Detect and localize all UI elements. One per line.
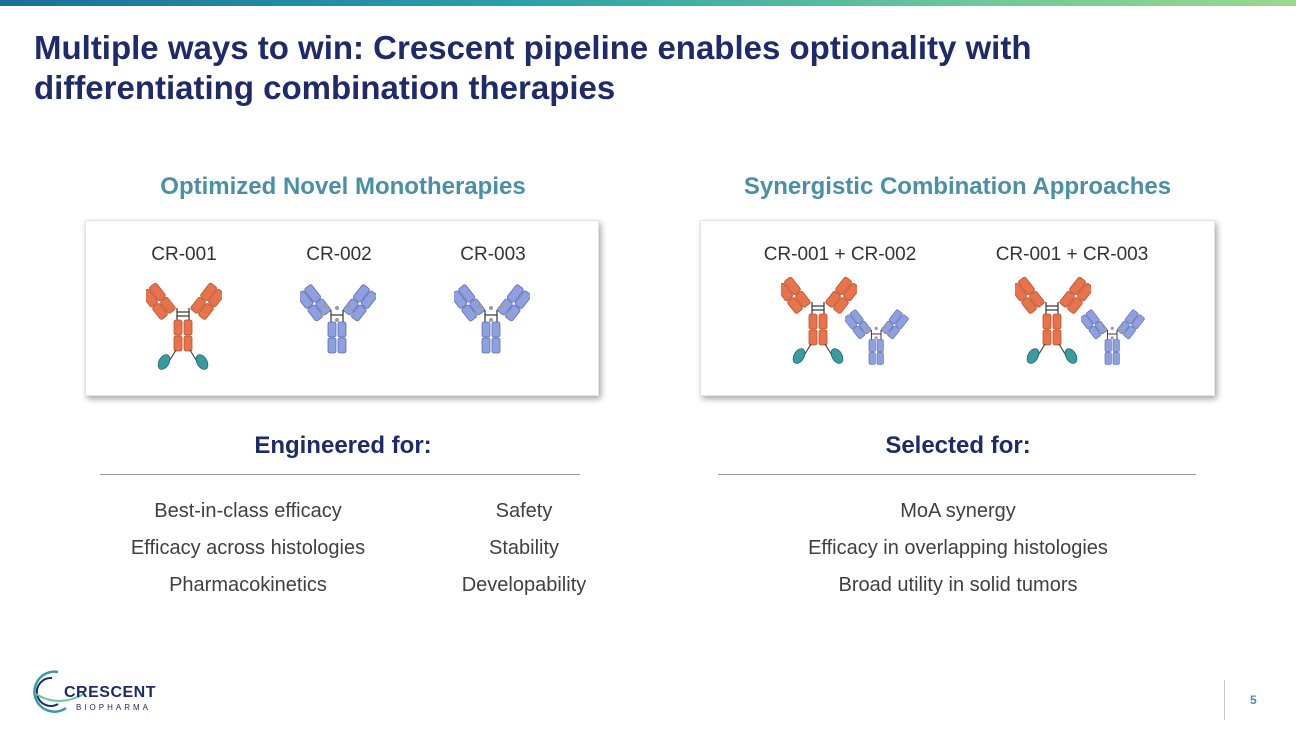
list-item: Stability (488, 537, 560, 559)
list-item: Best-in-class efficacy (154, 500, 342, 522)
crescent-logo-icon (33, 670, 85, 713)
page-number: 5 (1250, 693, 1257, 707)
list-item: MoA synergy (900, 500, 1016, 522)
list-item: Pharmacokinetics (169, 574, 327, 596)
engineered-list-col1: Best-in-class efficacy Efficacy across h… (98, 498, 398, 609)
list-item: Broad utility in solid tumors (838, 574, 1078, 596)
list-item: Efficacy in overlapping histologies (808, 537, 1108, 559)
combo2-blue-antibody-icon (1081, 308, 1145, 365)
right-divider (718, 474, 1196, 475)
combination-card (700, 220, 1215, 396)
cr003-antibody-icon (454, 283, 530, 354)
cr002-antibody-icon (300, 283, 376, 354)
list-item: Developability (461, 574, 587, 596)
engineered-for-heading: Engineered for: (254, 432, 432, 459)
cr001-antibody-icon (146, 281, 222, 373)
logo-name: CRESCENT (64, 684, 157, 701)
list-item: Efficacy across histologies (130, 537, 366, 559)
selected-for-heading: Selected for: (885, 432, 1031, 459)
combo2-orange-antibody-icon (1015, 275, 1091, 367)
combo-label-cr001-cr002: CR-001 + CR-002 (763, 244, 917, 265)
logo-subtitle: BIOPHARMA (76, 703, 152, 712)
footer-separator (1224, 680, 1225, 720)
combination-heading: Synergistic Combination Approaches (743, 173, 1172, 200)
list-item: Safety (495, 500, 553, 522)
left-divider (100, 474, 580, 475)
molecule-label-cr003: CR-003 (460, 244, 526, 265)
combo-label-cr001-cr003: CR-001 + CR-003 (995, 244, 1149, 265)
top-accent-bar (0, 0, 1296, 6)
combo1-blue-antibody-icon (845, 308, 909, 365)
slide-title: Multiple ways to win: Crescent pipeline … (34, 29, 1032, 106)
molecule-label-cr001: CR-001 (151, 244, 217, 265)
engineered-list-col2: Safety Stability Developability (434, 498, 614, 609)
molecule-label-cr002: CR-002 (306, 244, 372, 265)
selected-list: MoA synergy Efficacy in overlapping hist… (718, 498, 1198, 609)
monotherapies-heading: Optimized Novel Monotherapies (160, 173, 526, 200)
